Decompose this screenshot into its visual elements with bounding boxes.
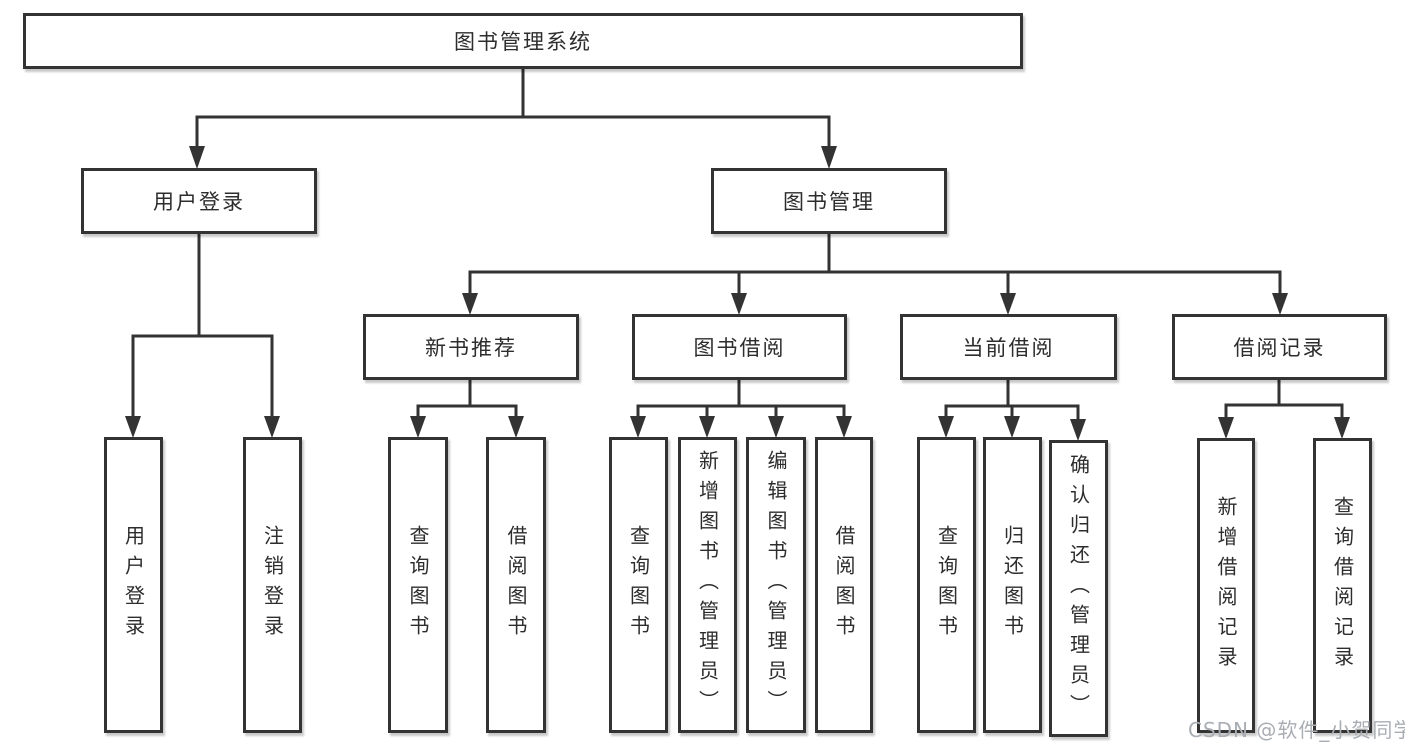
arrow-down-icon [699, 416, 715, 438]
leaf-user-login: 用户登录 [104, 437, 163, 733]
node-label: 注销登录 [260, 525, 285, 645]
leaf-query-books-recommend: 查询图书 [388, 437, 448, 733]
arrow-down-icon [410, 416, 426, 438]
node-label: 图书管理系统 [454, 30, 592, 54]
node-label: 查询图书 [934, 525, 959, 645]
arrow-down-icon [1004, 416, 1020, 438]
node-user-login-group: 用户登录 [81, 168, 317, 234]
node-label: 查询借阅记录 [1330, 495, 1355, 676]
leaf-query-borrow-record: 查询借阅记录 [1313, 438, 1372, 733]
arrow-down-icon [462, 293, 478, 315]
arrow-down-icon [125, 416, 141, 438]
arrowheads [125, 146, 1350, 441]
connector-userlogin-to-leaves [131, 234, 274, 417]
arrow-down-icon [1218, 417, 1234, 439]
connector-root-to-level2 [195, 69, 831, 147]
leaf-borrow-books: 借阅图书 [815, 437, 873, 733]
node-borrowing-records: 借阅记录 [1172, 314, 1387, 380]
node-label: 查询图书 [406, 525, 430, 645]
leaf-return-books: 归还图书 [983, 437, 1042, 733]
connector-current-to-leaves [944, 380, 1080, 420]
node-label: 查询图书 [626, 525, 651, 645]
node-label: 图书管理 [783, 190, 875, 214]
node-label: 新书推荐 [425, 336, 517, 360]
leaf-add-books-admin: 新增图书（管理员） [678, 437, 737, 733]
node-label: 用户登录 [153, 190, 245, 214]
node-current-borrowing: 当前借阅 [900, 314, 1117, 380]
connector-records-to-leaves [1224, 380, 1344, 417]
node-label: 借阅图书 [832, 525, 856, 645]
arrow-down-icon [938, 416, 954, 438]
node-label: 当前借阅 [962, 336, 1055, 360]
leaf-query-books-current: 查询图书 [917, 437, 976, 733]
node-label: 用户登录 [121, 525, 146, 645]
leaf-borrow-books-recommend: 借阅图书 [486, 437, 546, 733]
arrow-down-icon [768, 416, 784, 438]
node-book-management: 图书管理 [711, 168, 947, 234]
arrow-down-icon [1334, 417, 1350, 439]
node-label: 归还图书 [1000, 525, 1025, 645]
connector-borrowing-to-leaves [636, 380, 846, 417]
leaf-add-borrow-record: 新增借阅记录 [1197, 438, 1255, 733]
csdn-watermark: CSDN @软件_小贺同学 [1188, 718, 1405, 742]
node-label: 图书借阅 [693, 336, 786, 360]
arrow-down-icon [508, 416, 524, 438]
arrow-down-icon [1070, 419, 1086, 441]
connector-newbook-to-leaves [416, 380, 518, 417]
node-label: 借阅记录 [1233, 336, 1326, 360]
node-root: 图书管理系统 [23, 13, 1023, 69]
arrow-down-icon [1272, 293, 1288, 315]
arrow-down-icon [1000, 293, 1016, 315]
arrow-down-icon [630, 416, 646, 438]
leaf-logout: 注销登录 [243, 437, 302, 733]
node-book-borrowing: 图书借阅 [632, 314, 847, 380]
arrow-down-icon [836, 416, 852, 438]
arrow-down-icon [189, 146, 205, 169]
node-label: 新增图书（管理员） [695, 450, 720, 720]
arrow-down-icon [731, 293, 747, 315]
arrow-down-icon [821, 146, 837, 169]
node-label: 确认归还（管理员） [1066, 453, 1091, 724]
node-label: 新增借阅记录 [1214, 495, 1238, 676]
node-label: 编辑图书（管理员） [764, 450, 788, 720]
leaf-query-books-borrowing: 查询图书 [609, 437, 668, 733]
node-new-book-recommend: 新书推荐 [363, 314, 579, 380]
arrow-down-icon [264, 416, 280, 438]
node-label: 借阅图书 [504, 525, 528, 645]
leaf-edit-books-admin: 编辑图书（管理员） [746, 437, 806, 733]
connector-bookmgmt-to-level3 [468, 234, 1282, 294]
leaf-confirm-return-admin: 确认归还（管理员） [1049, 440, 1108, 737]
